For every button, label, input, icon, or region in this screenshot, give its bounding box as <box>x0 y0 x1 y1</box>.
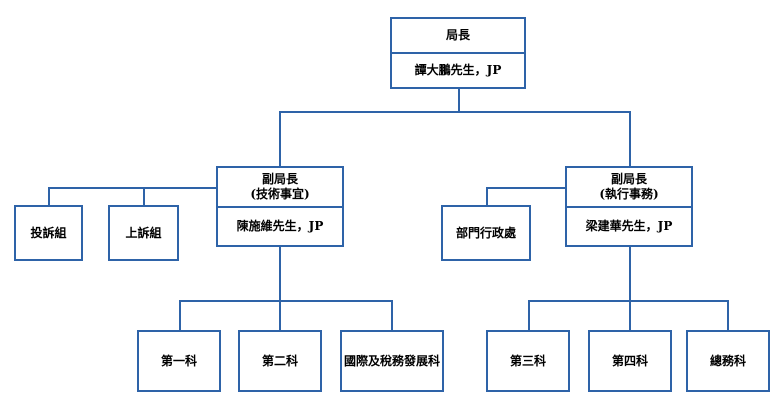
deputy-executive-name: 梁建華先生，JP <box>567 206 691 245</box>
connector-to-deputy-executive <box>629 111 631 167</box>
division-1-box: 第一科 <box>137 330 221 392</box>
connector-left-divisions-horizontal <box>179 300 393 302</box>
division-intl-tax-box: 國際及稅務發展科 <box>340 330 444 392</box>
connector-deputy-executive-down <box>629 246 631 302</box>
complaints-group-box: 投訴組 <box>14 205 83 261</box>
general-division-box: 總務科 <box>686 330 770 392</box>
division-4-label: 第四科 <box>611 353 648 368</box>
division-3-box: 第三科 <box>486 330 570 392</box>
connector-left-groups-horizontal <box>48 187 217 189</box>
deputy-executive-title: 副局長 (執行事務) <box>599 172 659 201</box>
connector-to-division-intl <box>391 300 393 331</box>
connector-right-groups-horizontal <box>486 187 566 189</box>
connector-right-divisions-horizontal <box>528 300 729 302</box>
connector-to-admin-office <box>486 187 488 206</box>
division-2-label: 第二科 <box>261 353 298 368</box>
deputy-technical-name: 陳施維先生，JP <box>218 206 342 245</box>
connector-director-down <box>458 88 460 113</box>
division-3-label: 第三科 <box>509 353 546 368</box>
connector-to-deputy-technical <box>279 111 281 167</box>
division-intl-tax-label: 國際及稅務發展科 <box>344 353 441 368</box>
connector-to-division-2 <box>279 300 281 331</box>
connector-to-complaints-group <box>48 187 50 206</box>
connector-to-division-3 <box>528 300 530 331</box>
director-box: 局長 譚大鵬先生，JP <box>390 17 526 89</box>
director-name: 譚大鵬先生，JP <box>392 52 524 87</box>
complaints-group-label: 投訴組 <box>30 225 67 240</box>
deputy-executive-box: 副局長 (執行事務) 梁建華先生，JP <box>565 166 693 247</box>
division-1-label: 第一科 <box>160 353 197 368</box>
general-division-label: 總務科 <box>709 353 746 368</box>
division-2-box: 第二科 <box>238 330 322 392</box>
appeals-group-label: 上訴組 <box>125 225 162 240</box>
deputy-technical-box: 副局長 (技術事宜) 陳施維先生，JP <box>216 166 344 247</box>
connector-to-appeals-group <box>143 187 145 206</box>
division-4-box: 第四科 <box>588 330 672 392</box>
deputy-technical-title: 副局長 (技術事宜) <box>250 172 310 201</box>
connector-to-division-4 <box>629 300 631 331</box>
admin-office-box: 部門行政處 <box>441 205 531 261</box>
appeals-group-box: 上訴組 <box>108 205 179 261</box>
connector-to-general-division <box>727 300 729 331</box>
admin-office-label: 部門行政處 <box>455 225 516 240</box>
connector-to-division-1 <box>179 300 181 331</box>
director-title: 局長 <box>445 28 470 42</box>
connector-deputy-technical-down <box>279 246 281 302</box>
connector-top-horizontal <box>279 111 631 113</box>
